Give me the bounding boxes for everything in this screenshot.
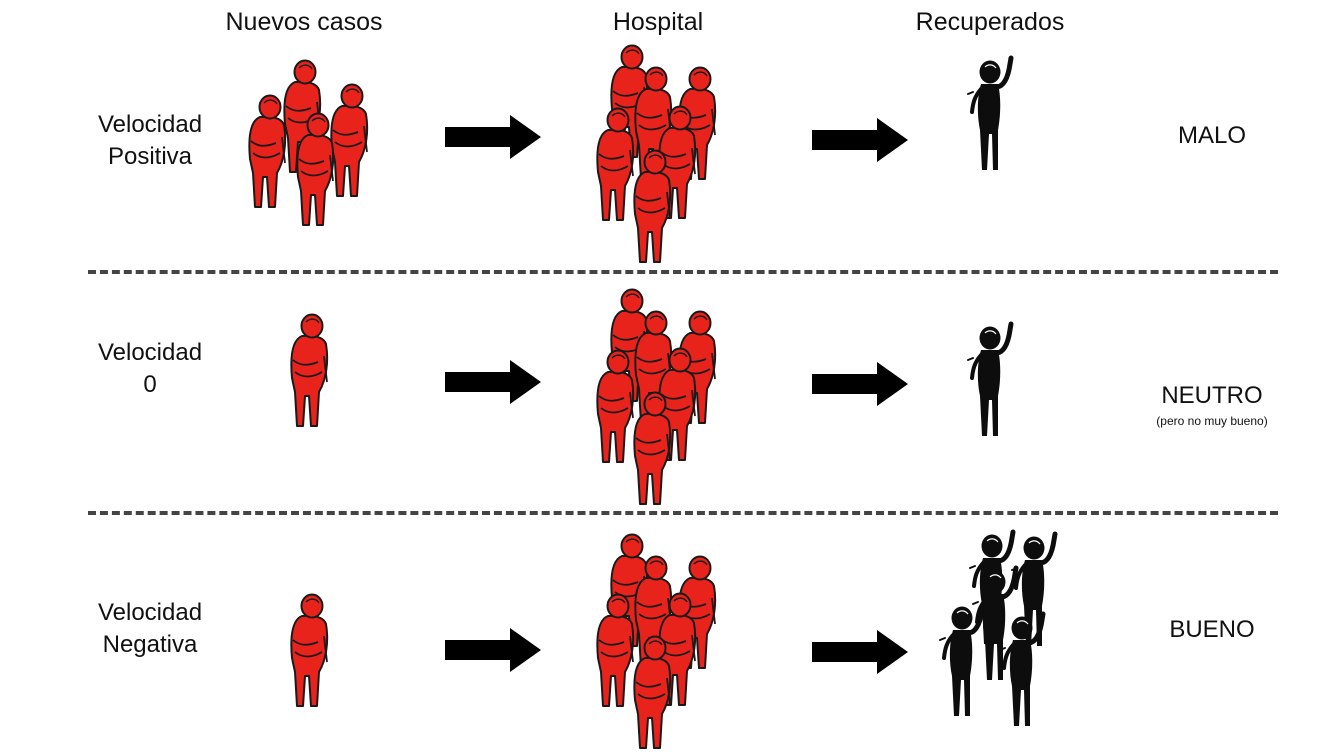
red-person-icon — [596, 349, 635, 463]
red-person-icon — [290, 593, 329, 707]
row-label-negative-line1: Velocidad — [97, 599, 203, 626]
black-waving-person-icon — [968, 324, 1011, 436]
row-zero-new-cases — [290, 313, 329, 427]
black-waving-person-icon — [968, 58, 1011, 170]
row-positive-hospital — [596, 44, 717, 263]
red-person-icon — [290, 313, 329, 427]
verdict-bueno: BUENO — [1169, 616, 1255, 643]
row-label-positive-line2: Positiva — [107, 143, 193, 170]
row-positive-recovered — [968, 58, 1011, 170]
verdict-malo: MALO — [1177, 122, 1246, 149]
red-person-icon — [596, 107, 635, 221]
row-negative-recovered — [940, 532, 1055, 726]
right-arrow-icon — [812, 362, 908, 406]
row-positive-new-cases — [248, 59, 369, 226]
row-zero-recovered — [968, 324, 1011, 436]
red-person-icon — [248, 94, 287, 208]
header-recovered: Recuperados — [915, 8, 1065, 36]
row-label-negative-line2: Negativa — [102, 631, 198, 658]
black-waving-person-icon — [1000, 614, 1043, 726]
row-negative-new-cases — [290, 593, 329, 707]
header-hospital: Hospital — [612, 8, 704, 36]
row-label-zero-line2: 0 — [143, 371, 157, 398]
row-label-negative: Velocidad Negativa — [60, 597, 240, 661]
red-person-icon — [596, 593, 635, 707]
right-arrow-icon — [445, 628, 541, 672]
row-label-zero: Velocidad 0 — [60, 337, 240, 401]
divider-top — [88, 270, 1278, 274]
red-person-icon — [330, 83, 369, 197]
verdict-neutro-note: (pero no muy bueno) — [1156, 414, 1268, 428]
row-label-zero-line1: Velocidad — [97, 339, 203, 366]
row-negative-hospital — [596, 533, 717, 749]
verdict-neutro: NEUTRO — [1161, 382, 1263, 409]
row-label-positive-line1: Velocidad — [97, 111, 203, 138]
row-label-positive: Velocidad Positiva — [60, 109, 240, 173]
right-arrow-icon — [445, 115, 541, 159]
right-arrow-icon — [812, 118, 908, 162]
header-new-cases: Nuevos casos — [225, 8, 383, 36]
right-arrow-icon — [812, 630, 908, 674]
divider-bottom — [88, 511, 1278, 515]
row-zero-hospital — [596, 288, 717, 505]
right-arrow-icon — [445, 360, 541, 404]
